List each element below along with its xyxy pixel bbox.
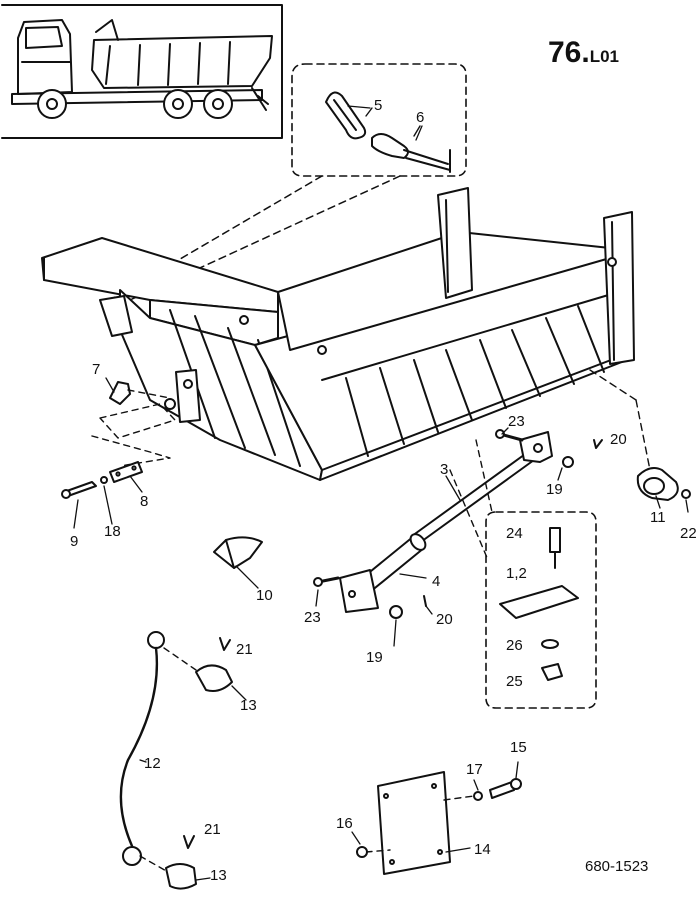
callout-20-top: 20: [610, 431, 627, 448]
callout-8: 8: [140, 493, 149, 510]
callout-5: 5: [374, 97, 383, 114]
callout-19-bottom: 19: [366, 649, 383, 666]
callout-25: 25: [506, 673, 523, 690]
callout-3: 3: [440, 461, 449, 478]
callout-12: 12: [144, 755, 161, 772]
detail-box-chains: [291, 63, 467, 177]
callout-18: 18: [104, 523, 121, 540]
dump-body: [41, 187, 635, 481]
callout-21-top: 21: [236, 641, 253, 658]
document-number: 680-1523: [585, 858, 649, 875]
truck-inset: [1, 4, 283, 139]
callout-26: 26: [506, 637, 523, 654]
callout-16: 16: [336, 815, 353, 832]
callout-23-bottom: 23: [304, 609, 321, 626]
detail-box-mount: [485, 511, 597, 709]
callout-20-bottom: 20: [436, 611, 453, 628]
callout-11: 11: [650, 509, 666, 526]
callout-23-top: 23: [508, 413, 525, 430]
callout-14: 14: [474, 841, 491, 858]
callout-22: 22: [680, 525, 697, 542]
callout-10: 10: [256, 587, 273, 604]
callout-1-2: 1,2: [506, 565, 527, 582]
title-number: 76.: [548, 36, 590, 69]
callout-24: 24: [506, 525, 523, 542]
callout-19-top: 19: [546, 481, 563, 498]
callout-13-top: 13: [240, 697, 257, 714]
callout-4: 4: [432, 573, 441, 590]
callout-13-bottom: 13: [210, 867, 227, 884]
diagram-title: 76.L01: [548, 36, 619, 70]
callout-21-bottom: 21: [204, 821, 221, 838]
callout-7: 7: [92, 361, 101, 378]
callout-9: 9: [70, 533, 79, 550]
callout-15: 15: [510, 739, 527, 756]
title-suffix: L01: [589, 47, 620, 66]
callout-17: 17: [466, 761, 483, 778]
callout-6: 6: [416, 109, 425, 126]
